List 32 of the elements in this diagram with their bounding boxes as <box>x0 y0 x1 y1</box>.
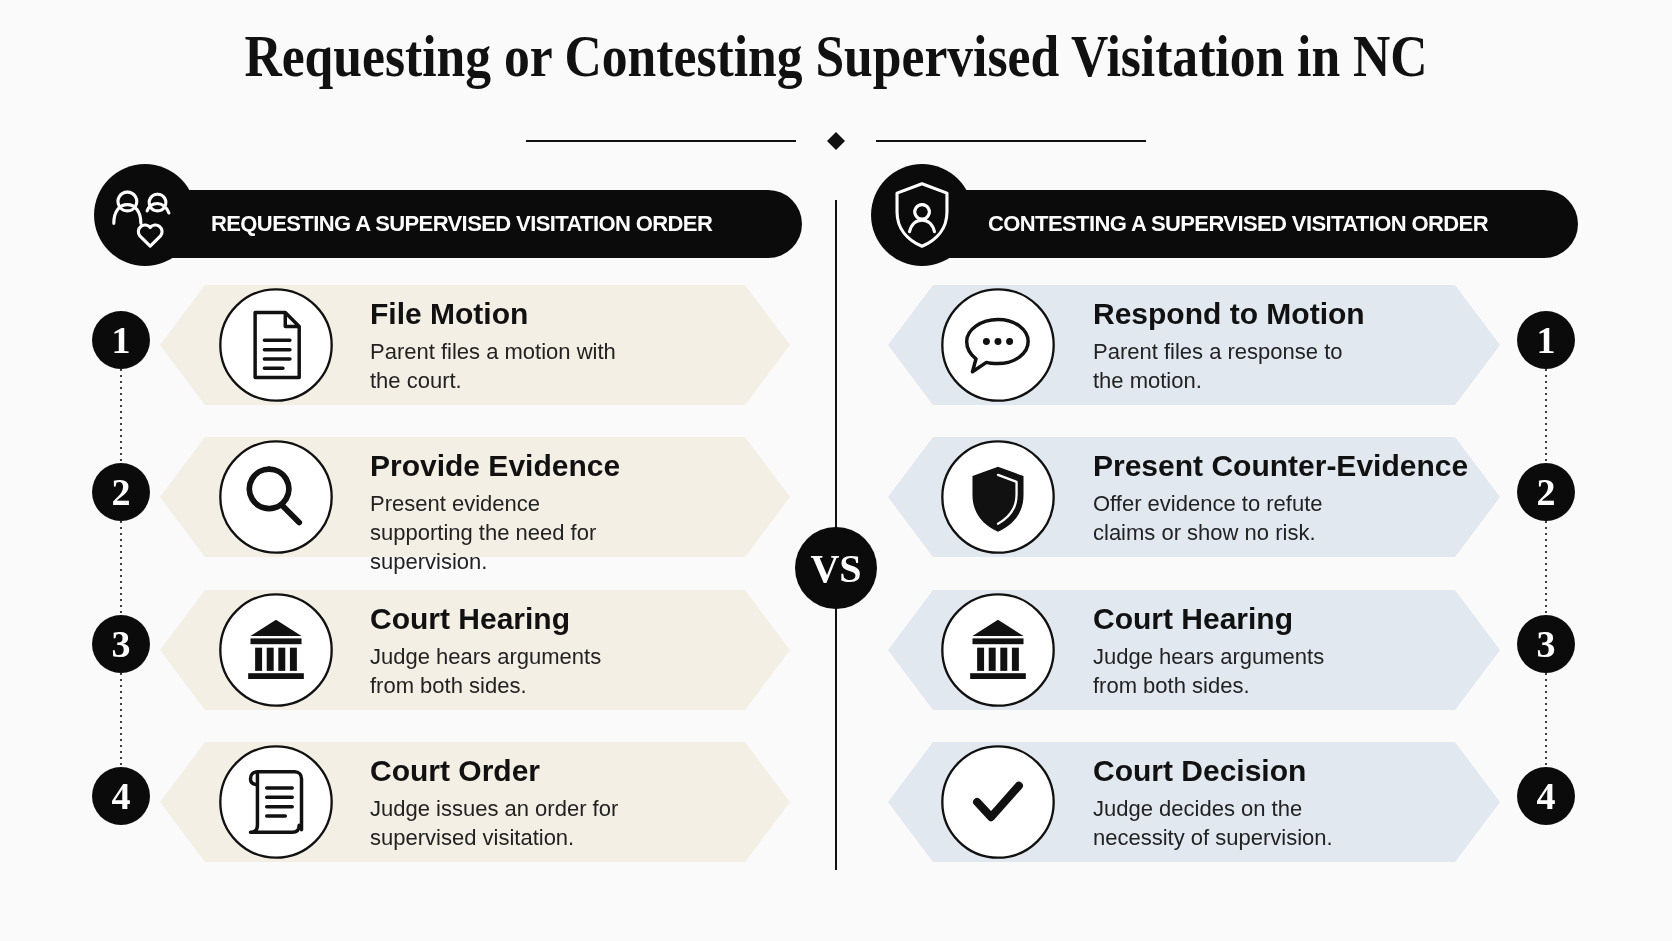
dotted-connector <box>1545 520 1547 616</box>
step-title: Court Order <box>370 754 540 788</box>
step-number: 1 <box>92 311 150 369</box>
step-description: Present evidence supporting the need for supervision. <box>370 490 598 576</box>
step-description: Judge hears arguments from both sides. <box>370 643 603 700</box>
step-number: 2 <box>1517 463 1575 521</box>
step-title: Court Decision <box>1093 754 1307 788</box>
step-description: Judge decides on the necessity of supervision. <box>1093 795 1334 852</box>
dotted-connector <box>120 672 122 768</box>
step-title: File Motion <box>370 297 529 331</box>
step-title: Court Hearing <box>370 602 570 636</box>
step-number: 3 <box>92 615 150 673</box>
step-title: Provide Evidence <box>370 449 621 483</box>
step-description: Offer evidence to refute claims or show no risk. <box>1093 490 1324 547</box>
dotted-connector <box>120 520 122 616</box>
step-number: 3 <box>1517 615 1575 673</box>
step-number: 4 <box>92 767 150 825</box>
dotted-connector <box>120 368 122 464</box>
step-description: Judge hears arguments from both sides. <box>1093 643 1326 700</box>
step-number: 4 <box>1517 767 1575 825</box>
step-number: 2 <box>92 463 150 521</box>
step-number: 1 <box>1517 311 1575 369</box>
step-title: Present Counter-Evidence <box>1093 449 1469 483</box>
step-description: Parent files a motion with the court. <box>370 338 617 395</box>
dotted-connector <box>1545 672 1547 768</box>
title: Requesting or Contesting Supervised Visitation in NC <box>243 22 1429 91</box>
vs-badge: VS <box>795 527 877 609</box>
step-title: Respond to Motion <box>1093 297 1365 331</box>
dotted-connector <box>1545 368 1547 464</box>
step-title: Court Hearing <box>1093 602 1293 636</box>
step-description: Parent files a response to the motion. <box>1093 338 1344 395</box>
step-description: Judge issues an order for supervised visitation. <box>370 795 620 852</box>
